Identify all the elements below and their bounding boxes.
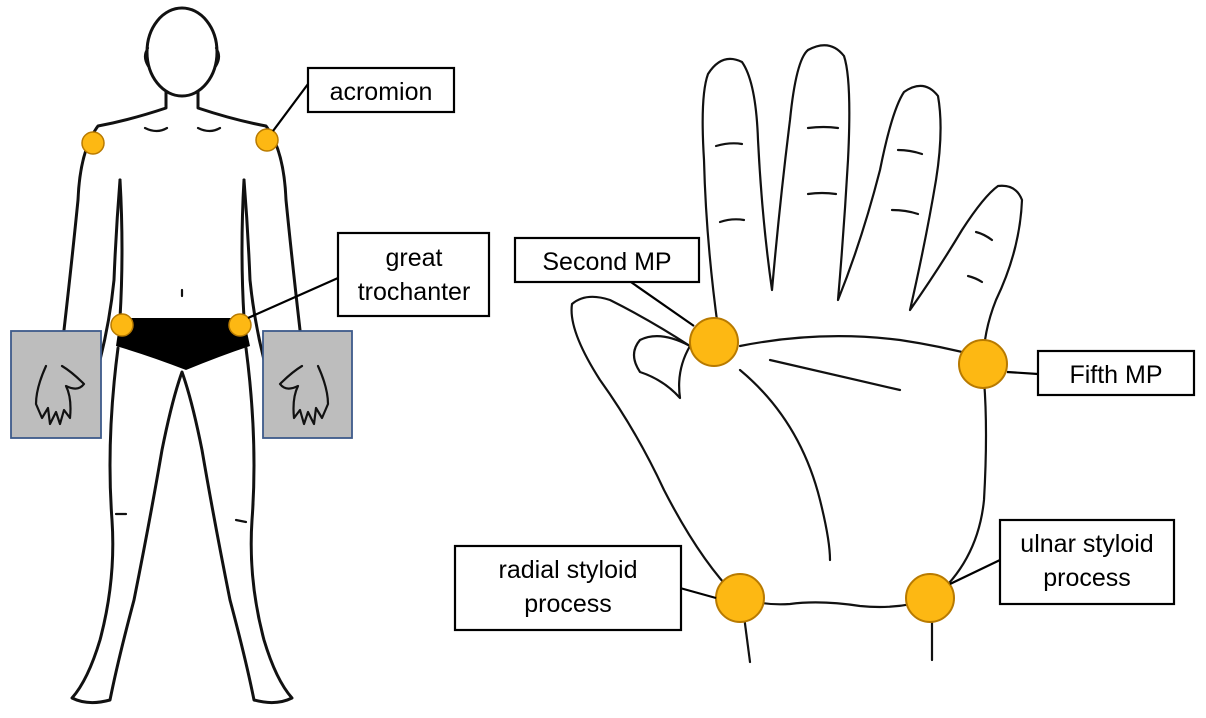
acromion-leader <box>273 84 308 131</box>
radial-styloid-marker <box>716 574 764 622</box>
finger-crease-ring-1 <box>898 150 922 154</box>
palm-crease-3 <box>740 370 830 560</box>
legs-outline <box>72 348 292 703</box>
second-mp-leader <box>628 280 694 326</box>
great-trochanter-label-line1: great <box>386 244 443 272</box>
left-acromion-marker <box>82 132 104 154</box>
wrist-line-left <box>744 616 750 662</box>
finger-crease-middle-2 <box>808 193 836 194</box>
ulnar-styloid-marker <box>906 574 954 622</box>
second-mp-label: Second MP <box>542 248 671 276</box>
radial-styloid-label-line2: process <box>524 590 612 618</box>
torso-side-right <box>242 180 244 318</box>
ulnar-styloid-label-line2: process <box>1043 564 1131 592</box>
radial-styloid-label-line1: radial styloid <box>499 556 638 584</box>
palm-crease-2 <box>770 360 900 390</box>
thumb-outline <box>634 336 690 398</box>
right-hand-box <box>263 331 352 438</box>
great-trochanter-leader <box>248 278 338 318</box>
second-mp-marker <box>690 318 738 366</box>
right-acromion-marker <box>256 129 278 151</box>
fifth-mp-leader <box>1007 372 1038 374</box>
finger-crease-index-2 <box>720 219 744 222</box>
head-outline <box>147 8 217 96</box>
torso-side-left <box>120 180 122 318</box>
palm-crease-1 <box>740 336 978 356</box>
great-trochanter-label-line2: trochanter <box>358 278 471 306</box>
radial-styloid-leader <box>680 588 716 598</box>
right-collarbone <box>198 128 220 131</box>
ulnar-styloid-label-line1: ulnar styloid <box>1020 530 1153 558</box>
fifth-mp-marker <box>959 340 1007 388</box>
finger-crease-ring-2 <box>892 210 918 214</box>
finger-crease-little-2 <box>968 276 982 282</box>
finger-crease-middle-1 <box>808 127 838 128</box>
fifth-mp-label: Fifth MP <box>1069 361 1162 389</box>
finger-crease-little-1 <box>976 232 992 240</box>
acromion-label: acromion <box>330 78 433 106</box>
hand-outline <box>572 45 1022 607</box>
left-hand-box <box>11 331 101 438</box>
finger-crease-index-1 <box>716 143 742 146</box>
right-knee-mark <box>236 520 246 522</box>
left-trochanter-marker <box>111 314 133 336</box>
left-collarbone <box>145 128 167 131</box>
